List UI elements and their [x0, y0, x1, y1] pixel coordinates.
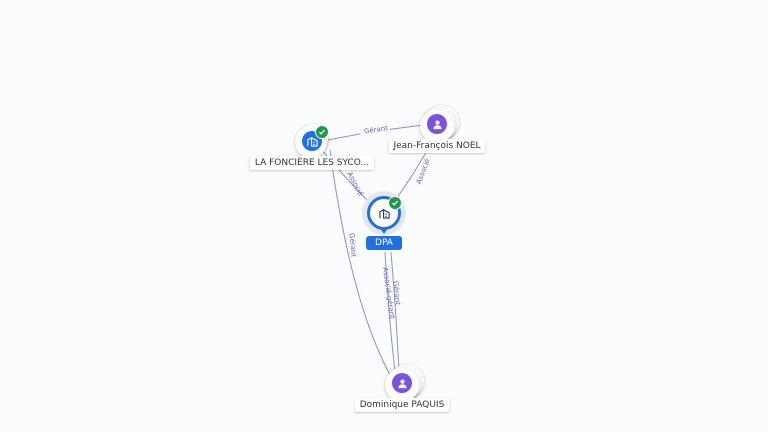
- person-avatar: [392, 373, 412, 393]
- svg-text:Gérant: Gérant: [347, 233, 357, 258]
- edge-label-dp-dpa-2: Gérant: [391, 281, 401, 306]
- pin-pointer: [380, 228, 388, 234]
- svg-text:Associé: Associé: [415, 158, 432, 186]
- node-label: LA FONCIÈRE LES SYCO...: [249, 156, 375, 170]
- edge-label-lf-dpa: Associé: [345, 170, 364, 197]
- edge-label-jf-dpa: Associé: [415, 158, 432, 186]
- person-icon: [397, 379, 407, 388]
- edge-dpaquis-dpa-gerant[interactable]: [390, 251, 400, 373]
- edge-dpaquis-lafonciere[interactable]: [329, 149, 391, 376]
- person-icon: [432, 120, 442, 129]
- edge-dpaquis-dpa-associe-gerant[interactable]: [384, 251, 396, 373]
- svg-text:Associé: Associé: [345, 170, 364, 197]
- node-label: DPA: [366, 236, 402, 250]
- company-icon: [306, 136, 318, 147]
- verified-check-icon: [315, 125, 329, 139]
- edge-label-jf-lf: Gérant: [359, 121, 391, 135]
- company-avatar: [374, 203, 394, 223]
- svg-text:Gérant: Gérant: [391, 281, 401, 306]
- node-label: Dominique PAQUIS: [354, 398, 450, 412]
- verified-check-icon: [388, 196, 402, 210]
- edge-label-dp-lf: Gérant: [347, 233, 357, 258]
- node-label: Jean-François NOEL: [388, 139, 486, 153]
- svg-text:Gérant: Gérant: [364, 124, 389, 135]
- person-avatar: [427, 114, 447, 134]
- company-icon: [378, 208, 390, 219]
